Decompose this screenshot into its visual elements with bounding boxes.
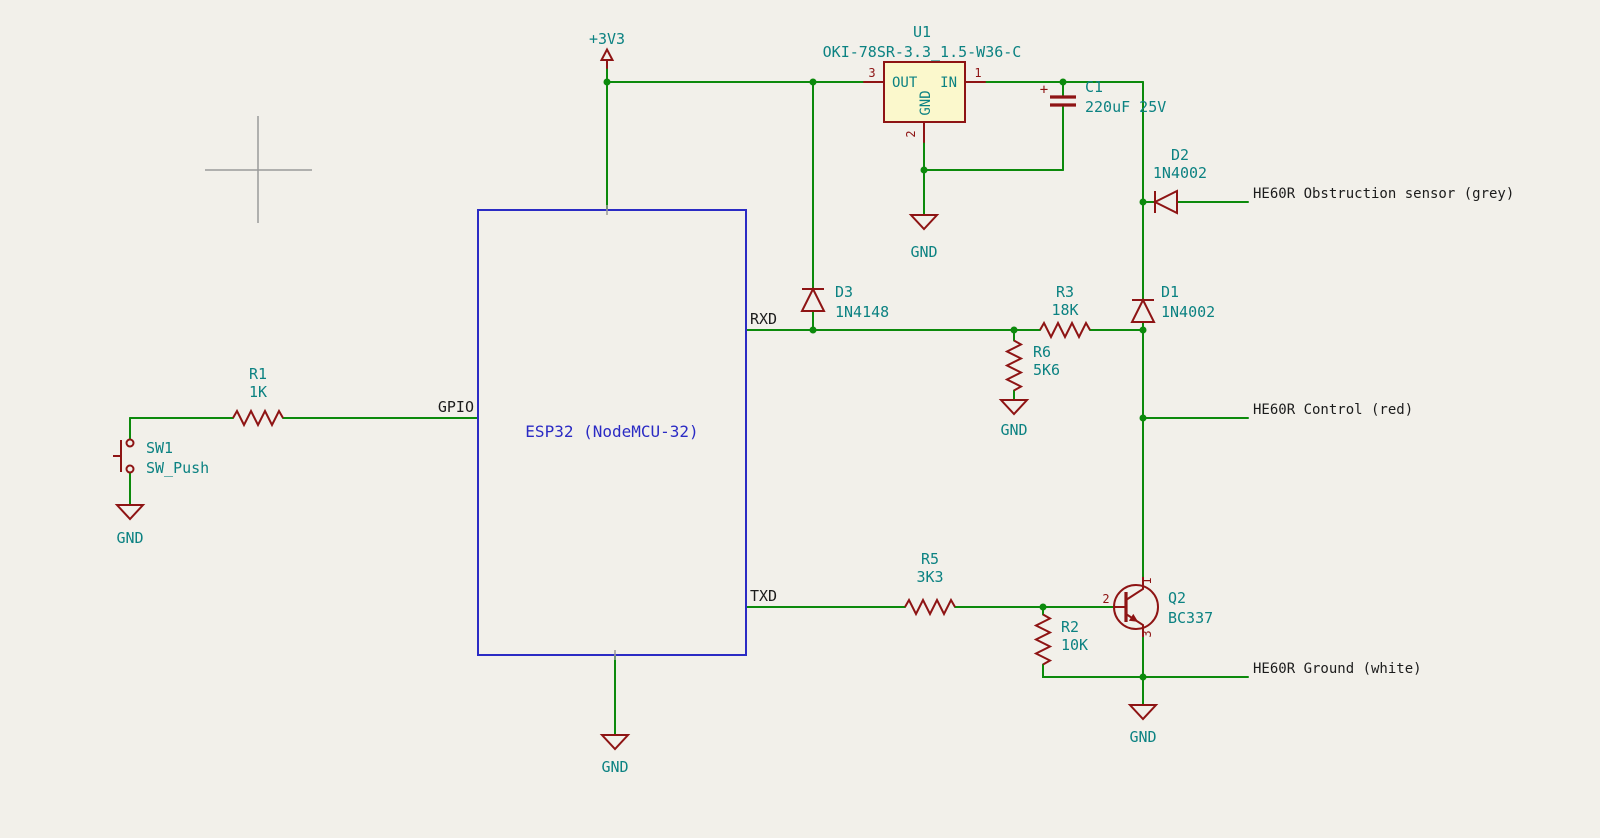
q2-pin-base-number: 2 <box>1102 592 1109 606</box>
junction-dot <box>809 78 817 86</box>
esp32-module[interactable]: ESP32 (NodeMCU-32) GPIO RXD TXD <box>438 205 777 660</box>
power-symbol-3v3[interactable]: +3V3 <box>589 30 625 69</box>
gnd-label: GND <box>116 529 143 547</box>
d1-diode[interactable]: D1 1N4002 <box>1131 283 1215 323</box>
r5-resistor[interactable]: R5 3K3 <box>904 550 956 615</box>
c1-polarity-mark: + <box>1040 82 1048 98</box>
d2-diode[interactable]: D2 1N4002 <box>1153 146 1207 214</box>
r6-value: 5K6 <box>1033 361 1060 379</box>
r1-value: 1K <box>249 383 267 401</box>
gnd-symbol <box>1129 704 1157 720</box>
u1-pin-gnd-number: 2 <box>904 130 918 137</box>
junction-dot <box>1139 326 1147 334</box>
q2-ref: Q2 <box>1168 589 1186 607</box>
r1-ref: R1 <box>249 365 267 383</box>
u1-voltage-regulator[interactable]: U1 OKI-78SR-3.3_1.5-W36-C OUT IN GND 3 1… <box>823 23 1022 138</box>
junction-dot <box>1139 673 1147 681</box>
q2-transistor[interactable]: 1 2 3 Q2 BC337 <box>1102 577 1213 638</box>
junction-dot <box>1139 198 1147 206</box>
sw1-value: SW_Push <box>146 459 209 477</box>
gnd-label: GND <box>910 243 937 261</box>
esp32-pin-rxd: RXD <box>750 310 777 328</box>
u1-ref: U1 <box>913 23 931 41</box>
r2-ref: R2 <box>1061 618 1079 636</box>
u1-pin-gnd-name: GND <box>918 90 934 115</box>
c1-capacitor[interactable]: + C1 220uF 25V <box>1040 78 1167 116</box>
power-label-3v3: +3V3 <box>589 30 625 48</box>
net-label-ground[interactable]: HE60R Ground (white) <box>1253 661 1422 677</box>
d2-value: 1N4002 <box>1153 164 1207 182</box>
u1-pin-in-name: IN <box>940 75 957 91</box>
junction-dot <box>1139 414 1147 422</box>
junction-dot <box>920 166 928 174</box>
junction-dot <box>603 78 611 86</box>
r2-value: 10K <box>1061 636 1088 654</box>
gnd-symbol <box>910 214 938 230</box>
sw1-push-button[interactable]: SW1 SW_Push <box>113 438 209 477</box>
junction-dot <box>1059 78 1067 86</box>
r5-ref: R5 <box>921 550 939 568</box>
gnd-symbol <box>601 734 629 750</box>
r6-resistor[interactable]: R6 5K6 <box>1006 339 1060 392</box>
d2-ref: D2 <box>1171 146 1189 164</box>
junction-dot <box>1010 326 1018 334</box>
d3-value: 1N4148 <box>835 303 889 321</box>
gnd-label: GND <box>1000 421 1027 439</box>
d1-value: 1N4002 <box>1161 303 1215 321</box>
gnd-label: GND <box>1129 728 1156 746</box>
pin-stubs <box>863 81 1127 608</box>
esp32-pin-gpio: GPIO <box>438 398 474 416</box>
u1-value: OKI-78SR-3.3_1.5-W36-C <box>823 43 1022 61</box>
gnd-symbol <box>1000 399 1028 415</box>
r2-resistor[interactable]: R2 10K <box>1035 613 1088 666</box>
u1-pin-in-number: 1 <box>974 66 981 80</box>
r3-ref: R3 <box>1056 283 1074 301</box>
q2-pin-collector-number: 1 <box>1140 577 1154 584</box>
net-label-control[interactable]: HE60R Control (red) <box>1253 402 1413 418</box>
gnd-symbols[interactable]: GND GND GND GND GND <box>116 214 1157 776</box>
junction-dots <box>603 78 1147 681</box>
r6-ref: R6 <box>1033 343 1051 361</box>
d3-diode[interactable]: D3 1N4148 <box>801 283 889 321</box>
r3-resistor[interactable]: R3 18K <box>1039 283 1091 338</box>
r3-value: 18K <box>1051 301 1078 319</box>
wires <box>129 67 1249 736</box>
gnd-symbol <box>116 504 144 520</box>
c1-ref: C1 <box>1085 78 1103 96</box>
d3-ref: D3 <box>835 283 853 301</box>
u1-pin-out-number: 3 <box>868 66 875 80</box>
gnd-label: GND <box>601 758 628 776</box>
esp32-pin-txd: TXD <box>750 587 777 605</box>
d1-ref: D1 <box>1161 283 1179 301</box>
q2-value: BC337 <box>1168 609 1213 627</box>
net-labels[interactable]: HE60R Obstruction sensor (grey) HE60R Co… <box>1253 186 1514 677</box>
c1-value: 220uF 25V <box>1085 98 1166 116</box>
r1-resistor[interactable]: R1 1K <box>232 365 284 426</box>
net-label-obstruction-sensor[interactable]: HE60R Obstruction sensor (grey) <box>1253 186 1514 202</box>
junction-dot <box>1039 603 1047 611</box>
r5-value: 3K3 <box>916 568 943 586</box>
junction-dot <box>809 326 817 334</box>
sw1-ref: SW1 <box>146 439 173 457</box>
esp32-label: ESP32 (NodeMCU-32) <box>525 422 698 441</box>
cursor-crosshair <box>205 116 312 223</box>
u1-pin-out-name: OUT <box>892 75 918 91</box>
q2-pin-emitter-number: 3 <box>1140 630 1154 637</box>
